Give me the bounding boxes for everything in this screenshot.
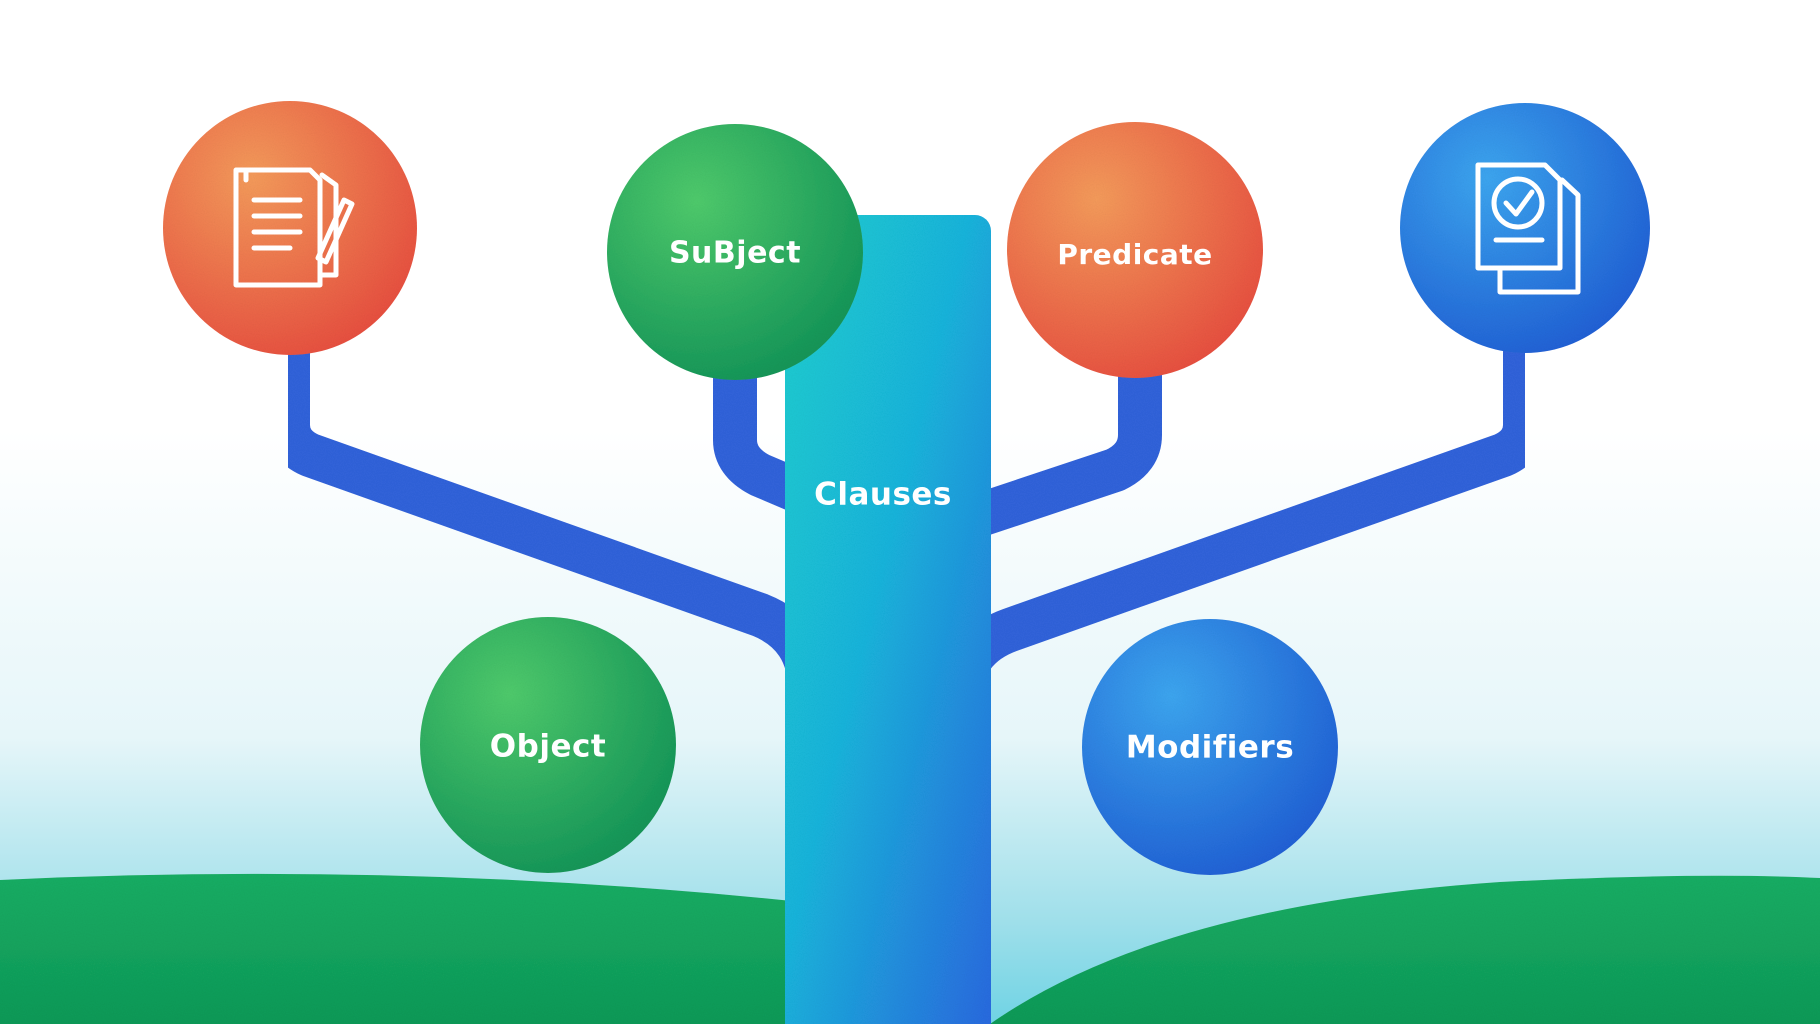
- document-check-icon: [1475, 162, 1581, 295]
- node-object: Object: [420, 617, 676, 873]
- right-hill: [990, 875, 1820, 1024]
- node-object-circle: [420, 617, 676, 873]
- node-predicate-circle: [1007, 122, 1263, 378]
- node-object-label: Object: [490, 729, 606, 765]
- node-predicate: Predicate: [1007, 122, 1263, 378]
- left-hill: [0, 873, 830, 1024]
- node-subject-circle: [607, 124, 863, 380]
- trunk: [785, 215, 991, 1024]
- node-document: [163, 101, 417, 355]
- node-subject-label: SuBject: [669, 236, 801, 271]
- trunk-label: Clauses: [814, 477, 952, 513]
- branch-predicate: [958, 338, 1162, 537]
- branch-subject: [713, 338, 822, 514]
- node-modifiers: Modifiers: [1082, 619, 1338, 875]
- document-pen-icon: [233, 167, 355, 288]
- node-modifiers-label: Modifiers: [1126, 730, 1294, 766]
- node-subject: SuBject: [607, 124, 863, 380]
- node-document-circle: [163, 101, 417, 355]
- node-modifiers-circle: [1082, 619, 1338, 875]
- node-predicate-label: Predicate: [1057, 238, 1212, 271]
- node-checklist: [1400, 103, 1650, 353]
